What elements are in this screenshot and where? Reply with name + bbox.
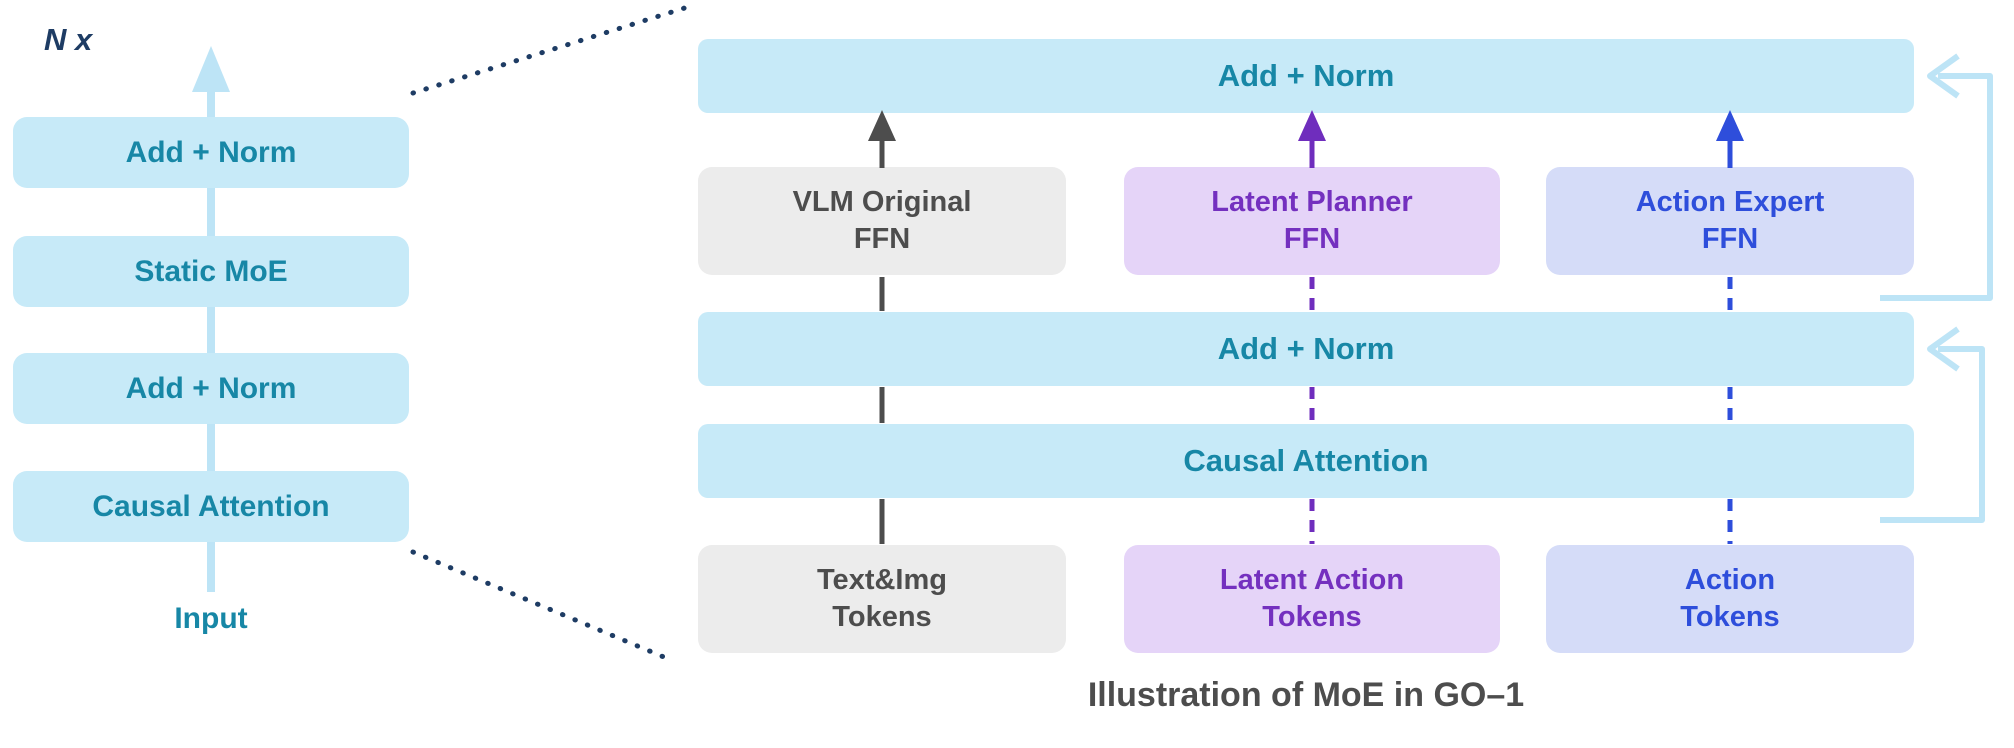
add-norm-bar-top: Add + Norm: [698, 39, 1914, 113]
latent-action-tokens-box: Latent Action Tokens: [1124, 545, 1500, 653]
action-tokens-box: Action Tokens: [1546, 545, 1914, 653]
zoom-dotted-line-bottom: [410, 549, 674, 663]
left-block-add-norm-top: Add + Norm: [13, 117, 409, 188]
add-norm-bar-mid: Add + Norm: [698, 312, 1914, 386]
text-img-tokens-line2: Tokens: [832, 601, 932, 633]
action-expert-ffn-box: Action Expert FFN: [1546, 167, 1914, 275]
latent-planner-ffn-line1: Latent Planner: [1211, 186, 1413, 218]
latent-action-tokens-line2: Tokens: [1262, 601, 1362, 633]
action-tokens-line1: Action: [1684, 564, 1776, 596]
action-expert-ffn-line2: FFN: [1701, 223, 1759, 255]
text-img-tokens-line1: Text&Img: [817, 564, 947, 596]
left-block-causal-attention: Causal Attention: [13, 471, 409, 542]
latent-action-tokens-line1: Latent Action: [1219, 564, 1405, 596]
vlm-original-ffn-line2: FFN: [853, 223, 911, 255]
text-img-tokens-box: Text&Img Tokens: [698, 545, 1066, 653]
action-tokens-line2: Tokens: [1680, 601, 1780, 633]
figure-caption: Illustration of MoE in GO–1: [1087, 676, 1525, 714]
left-block-static-moe: Static MoE: [13, 236, 409, 307]
action-expert-ffn-line1: Action Expert: [1635, 186, 1825, 218]
vlm-original-ffn-box: VLM Original FFN: [698, 167, 1066, 275]
zoom-dotted-line-top: [410, 3, 694, 96]
repeat-count-label: N x: [44, 22, 93, 57]
input-label: Input: [174, 602, 248, 635]
latent-planner-ffn-line2: FFN: [1283, 223, 1341, 255]
vlm-original-ffn-line1: VLM Original: [792, 186, 972, 218]
latent-planner-ffn-box: Latent Planner FFN: [1124, 167, 1500, 275]
causal-attention-bar: Causal Attention: [698, 424, 1914, 498]
left-block-add-norm-bottom: Add + Norm: [13, 353, 409, 424]
